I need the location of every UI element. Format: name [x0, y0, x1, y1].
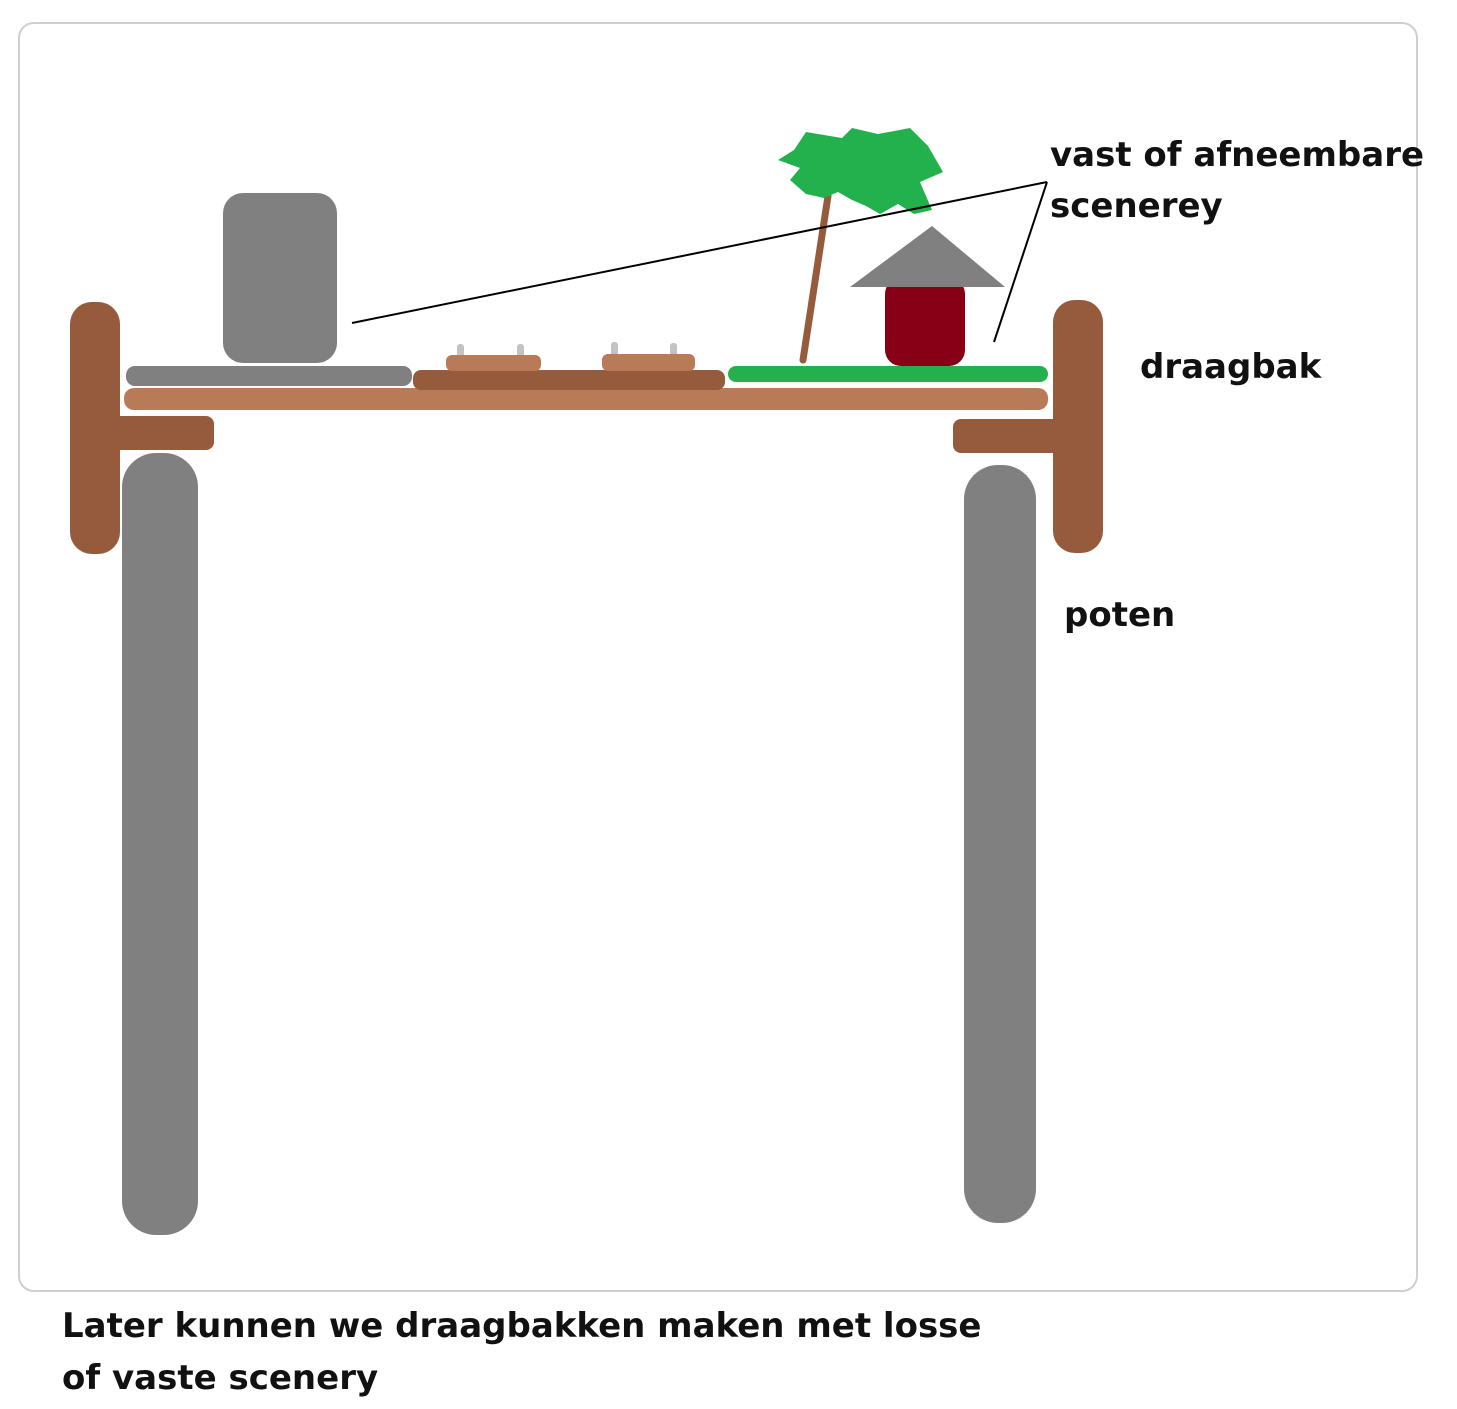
- track-block-left: [446, 355, 541, 371]
- scenery-label-line2: scenerey: [1050, 186, 1223, 226]
- green-scenery-plate: [728, 366, 1048, 382]
- tray-base-board: [124, 388, 1048, 410]
- legs-label: poten: [1064, 595, 1176, 635]
- palm-leaves: [778, 128, 943, 214]
- track-block-right: [602, 354, 695, 371]
- caption-line1: Later kunnen we draagbakken maken met lo…: [62, 1306, 982, 1346]
- pointer-line-house: [993, 181, 1048, 343]
- right-side-bracket: [1053, 300, 1103, 553]
- track-board: [413, 370, 725, 390]
- grey-building: [223, 193, 337, 363]
- left-leg: [122, 453, 198, 1235]
- house-body: [885, 278, 965, 366]
- pointer-line-building: [351, 181, 1048, 324]
- house-roof: [850, 226, 1005, 287]
- right-bracket-arm: [953, 419, 1073, 453]
- caption-line2: of vaste scenery: [62, 1358, 379, 1398]
- caption: Later kunnen we draagbakken maken met lo…: [62, 1300, 981, 1404]
- right-leg: [964, 465, 1036, 1223]
- palm-trunk: [799, 192, 832, 364]
- diagram-frame: [18, 22, 1418, 1292]
- grey-plate: [126, 366, 412, 386]
- left-side-bracket: [70, 302, 120, 554]
- scenery-label-line1: vast of afneembare: [1050, 135, 1425, 175]
- tray-label: draagbak: [1140, 347, 1322, 387]
- left-bracket-arm: [100, 416, 214, 450]
